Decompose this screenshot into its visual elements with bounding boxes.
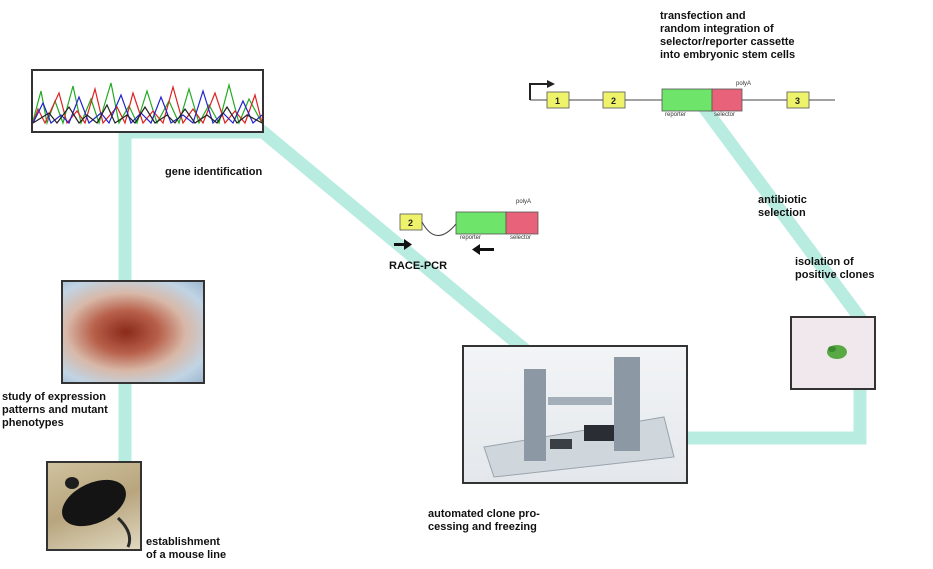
exon-2-mid: 2 (399, 213, 423, 231)
cassette-top-reporter-label: reporter (665, 112, 687, 118)
mouse-photo (46, 461, 142, 551)
automated-label: automated clone pro- cessing and freezin… (428, 508, 540, 533)
isolation-label: isolation of positive clones (795, 256, 875, 281)
cassette-mid-selector-label: selector (510, 235, 532, 241)
mouse-icon (62, 477, 132, 548)
selector-box (711, 88, 743, 112)
cassette-mid-reporter-label: reporter (460, 235, 482, 241)
primer-arrow-right-icon (394, 239, 412, 250)
exon-1: 1 (546, 91, 570, 109)
primer-arrow-left-icon (472, 244, 494, 255)
transfection-label: transfection and random integration of s… (660, 10, 796, 61)
embryo-photo (61, 280, 205, 384)
study-expression-label: study of expression patterns and mutant … (2, 391, 108, 429)
positive-clone-photo (790, 316, 876, 390)
cassette-mid: 2 (394, 211, 539, 255)
cassette-top-selector-label: selector (714, 112, 736, 118)
cassette-top: 1 2 3 (529, 80, 835, 112)
exon-3: 3 (786, 91, 810, 109)
clone-icon (827, 345, 847, 359)
antibiotic-selection-label: antibiotic selection (758, 194, 807, 219)
establishment-label: establishment of a mouse line (146, 536, 227, 561)
cassette-mid-polya: polyA (516, 199, 532, 205)
svg-text:3: 3 (795, 96, 800, 106)
svg-text:2: 2 (611, 96, 616, 106)
promoter-arrow-icon (529, 83, 547, 100)
gene-identification-label: gene identification (165, 166, 263, 178)
robot-photo (462, 345, 688, 484)
reporter-box-mid (455, 211, 507, 235)
reporter-box (661, 88, 713, 112)
cassette-top-polya: polyA (736, 81, 752, 87)
sequencing-trace-image (31, 69, 264, 133)
svg-text:2: 2 (408, 218, 413, 228)
robot-icon (483, 357, 675, 478)
race-pcr-label: RACE-PCR (389, 260, 448, 272)
selector-box-mid (505, 211, 539, 235)
exon-2: 2 (602, 91, 626, 109)
svg-text:1: 1 (555, 96, 560, 106)
chromatogram-icon (33, 82, 262, 126)
